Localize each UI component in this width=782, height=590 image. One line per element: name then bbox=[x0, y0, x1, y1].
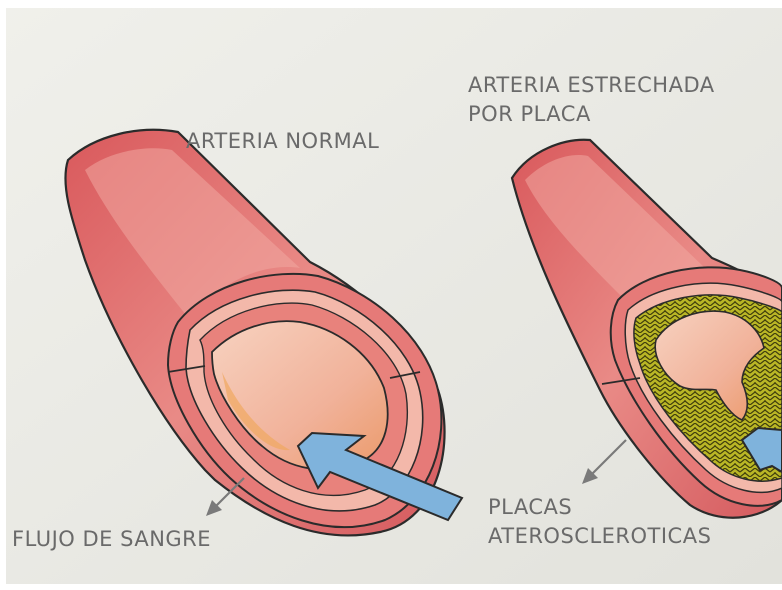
label-plaques-line2: ATEROSCLEROTICAS bbox=[488, 523, 711, 549]
paper-top-edge bbox=[0, 0, 782, 8]
label-plaques-line1: PLACAS bbox=[488, 494, 572, 520]
label-narrowed-artery-line2: POR PLACA bbox=[468, 101, 591, 127]
paper-left-edge bbox=[0, 0, 6, 590]
label-normal-artery: ARTERIA NORMAL bbox=[186, 128, 379, 154]
label-blood-flow: FLUJO DE SANGRE bbox=[12, 526, 211, 552]
paper-bottom-edge bbox=[0, 584, 782, 590]
label-narrowed-artery-line1: ARTERIA ESTRECHADA bbox=[468, 72, 715, 98]
